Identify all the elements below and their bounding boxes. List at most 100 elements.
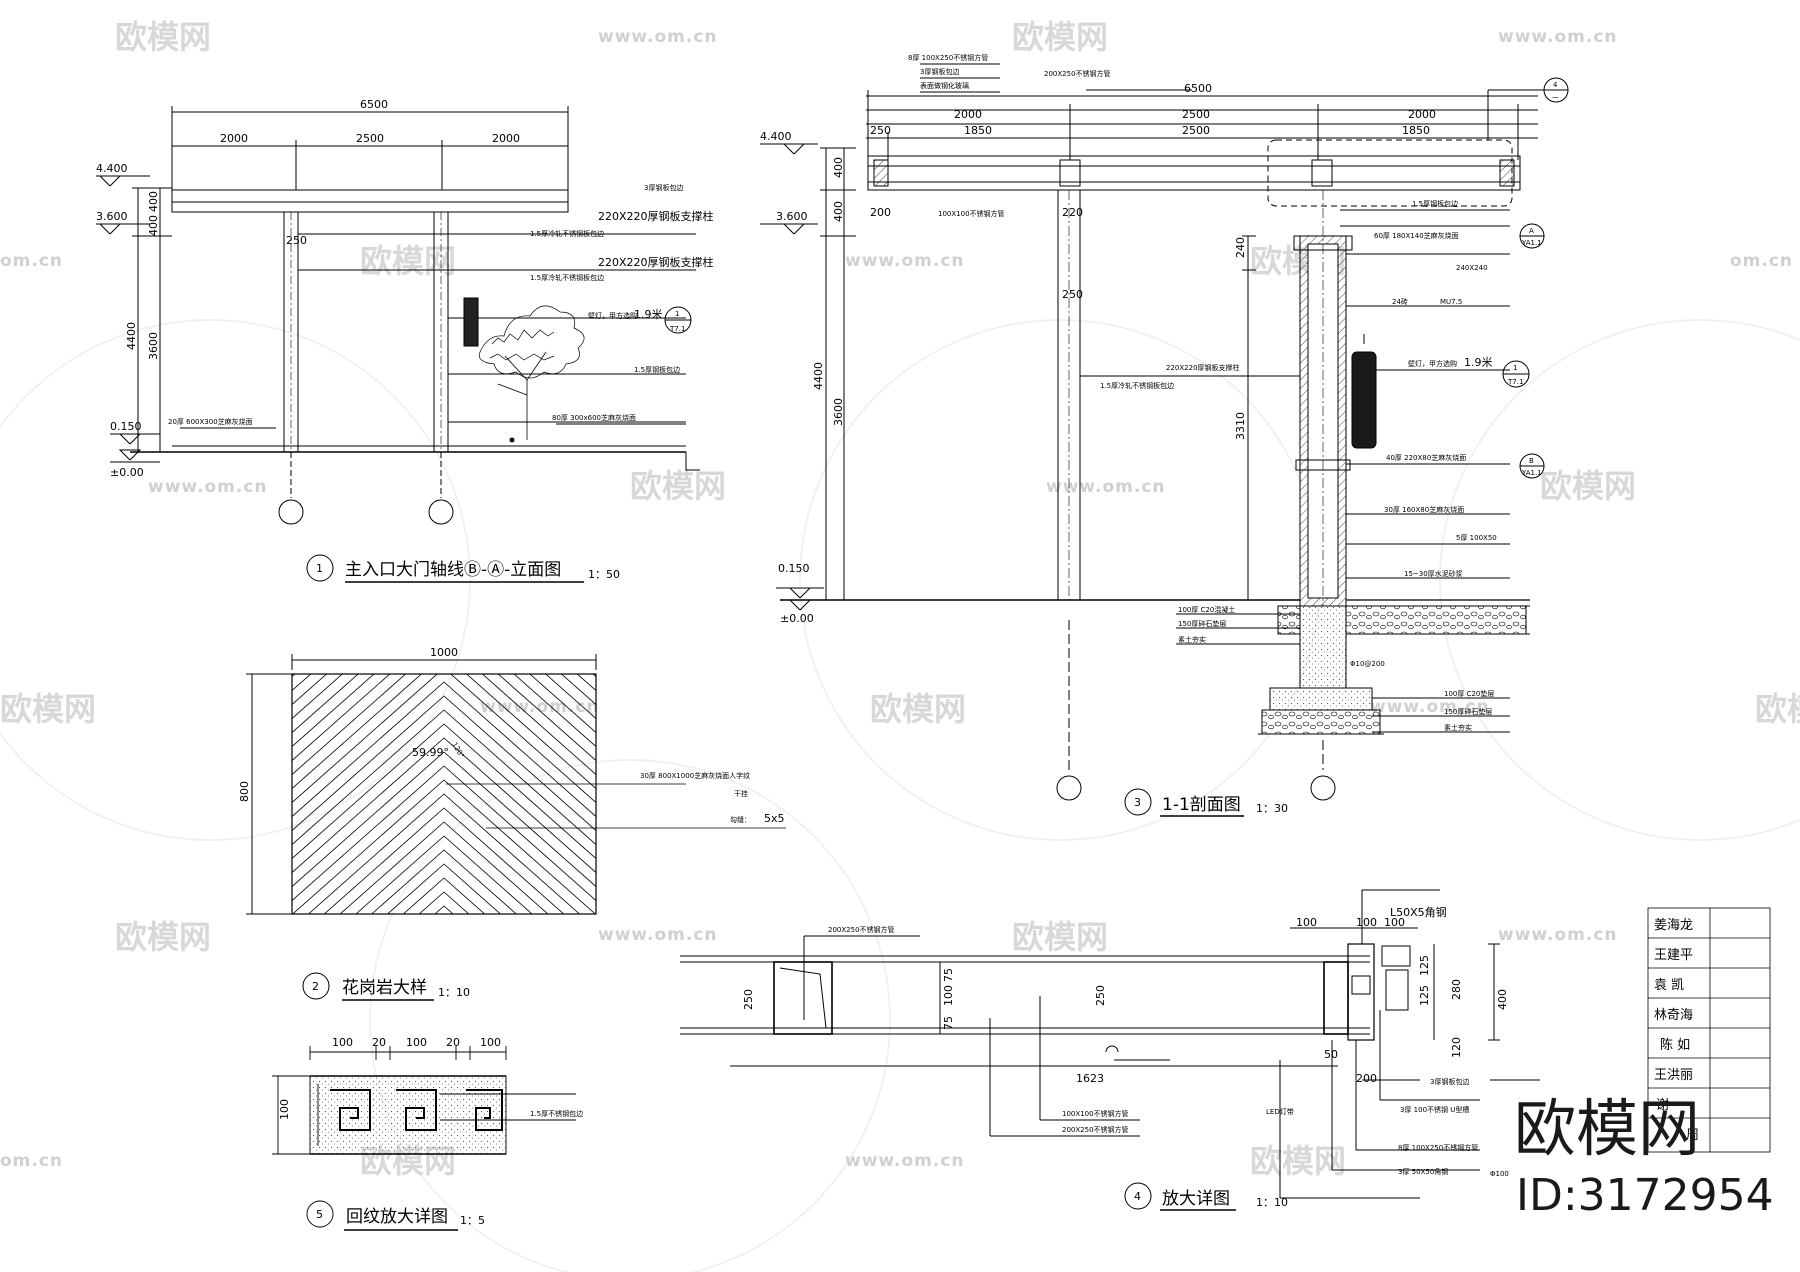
- dim-label: 250: [286, 234, 307, 247]
- level-label: 3.600: [96, 210, 128, 223]
- note-text: 1.5厚钢板包边: [1412, 199, 1458, 208]
- note-text: 3厚钢板包边: [920, 67, 959, 76]
- chevron-line: [323, 807, 565, 914]
- view-title: 花岗岩大样: [342, 978, 427, 998]
- callout-sheet: YA1.1: [1521, 239, 1542, 247]
- dim-label: 120: [1450, 1037, 1463, 1058]
- level-label: ±0.00: [110, 466, 144, 479]
- note-text: 200X250不锈钢方管: [1044, 69, 1111, 78]
- dim-label: 2000: [954, 108, 982, 121]
- note-text: LED灯带: [1266, 1107, 1294, 1116]
- dim-label: 400: [147, 191, 160, 212]
- note-text: 40厚 220X80芝麻灰烧面: [1386, 453, 1466, 462]
- view-number: 1: [316, 562, 323, 575]
- chevron-line: [292, 751, 596, 888]
- callout-sheet: T7.1: [669, 325, 685, 333]
- view-scale: 1：10: [438, 986, 470, 999]
- note-text: 3厚钢板包边: [1430, 1077, 1469, 1086]
- watermark-logo: 欧模网: [0, 690, 96, 728]
- note-text: 1.5厚冷轧不锈钢板包边: [1100, 381, 1174, 390]
- note-text: Φ10@200: [1350, 660, 1385, 668]
- dim-label: 6500: [360, 98, 388, 111]
- dim-label: 2000: [1408, 108, 1436, 121]
- dim-label: 250: [1094, 985, 1107, 1006]
- dim-label: 3600: [832, 398, 845, 426]
- chevron-line: [292, 674, 596, 804]
- dim-label: 100: [1356, 916, 1377, 929]
- dim-label: 100: [942, 985, 955, 1006]
- dim-label: 6500: [1184, 82, 1212, 95]
- dim-label: 200: [870, 206, 891, 219]
- note-text: 干挂: [734, 789, 748, 798]
- watermark-id: ID:3172954: [1516, 1170, 1774, 1221]
- view-scale: 1：50: [588, 568, 620, 581]
- dim-label: 1850: [964, 124, 992, 137]
- dim-label: 100: [332, 1036, 353, 1049]
- callout-sheet: T7.1: [1507, 378, 1523, 386]
- callout-letter: A: [1529, 227, 1534, 235]
- note-text: 1.5厚冷轧不锈钢板包边: [530, 273, 604, 282]
- note-text: 150厚碎石垫层: [1178, 619, 1226, 628]
- dim-label: 400: [832, 201, 845, 222]
- watermark-url: www.om.cn: [1498, 27, 1618, 47]
- note-text: 220X220厚钢板支撑柱: [598, 255, 714, 269]
- dim-label: 240: [1234, 237, 1247, 258]
- view-title: 回纹放大详图: [346, 1207, 448, 1227]
- chevron-line: [292, 674, 596, 776]
- watermark-logo: 欧模网: [115, 18, 211, 56]
- chevron-line: [292, 723, 596, 860]
- dim-label: 400: [147, 215, 160, 236]
- chevron-line: [292, 765, 596, 902]
- note-text: 200X250不锈钢方管: [828, 925, 895, 934]
- level-label: 3.600: [776, 210, 808, 223]
- note-text: MU7.5: [1440, 298, 1462, 306]
- watermark-url: www.om.cn: [1370, 697, 1490, 717]
- note-text: 1.9米: [634, 308, 663, 321]
- angle-label: 120°: [450, 741, 465, 760]
- chevron-line: [252, 528, 636, 698]
- note-text: 壁灯，甲方选购: [588, 311, 637, 320]
- chevron-line: [292, 681, 596, 818]
- callout-sheet: —: [1552, 93, 1559, 101]
- view3-texts: 6500 2000 2500 2000 250 1850 2500 1850 4…: [760, 53, 1559, 815]
- dim-label: 400: [832, 157, 845, 178]
- view5-fret-detail: [272, 1046, 576, 1231]
- chevron-line: [292, 695, 596, 832]
- dim-label: 4400: [125, 322, 138, 350]
- level-label: 0.150: [778, 562, 810, 575]
- watermark-logo: 欧模网: [1012, 918, 1108, 956]
- view2-granite-detail: 30厚 800X1000芝麻灰烧面人字纹 干挂 勾缝： 5x5 1000 800…: [238, 528, 786, 1001]
- note-text: 60厚 180X140芝麻灰烧面: [1374, 231, 1459, 240]
- dim-label: 1850: [1402, 124, 1430, 137]
- chevron-line: [292, 674, 596, 790]
- watermark-logo: 欧模网: [1540, 467, 1636, 505]
- chevron-line: [292, 674, 596, 734]
- chevron-line: [292, 674, 596, 720]
- watermark-logo: 欧模网: [1755, 690, 1800, 728]
- dim-label: 2500: [356, 132, 384, 145]
- watermark-url: om.cn: [0, 1151, 63, 1171]
- note-text: 220X220厚钢板支撑柱: [1166, 363, 1240, 372]
- view1-elevation: [96, 106, 700, 525]
- dim-label: 50: [1324, 1048, 1338, 1061]
- chevron-line: [386, 863, 502, 914]
- watermark-logo: 欧模网: [1250, 1142, 1346, 1180]
- dim-label: 125: [1418, 985, 1431, 1006]
- note-text: 勾缝：: [730, 815, 751, 824]
- watermark-logo: 欧模网: [870, 690, 966, 728]
- dim-label: 100: [480, 1036, 501, 1049]
- view-number: 4: [1134, 1190, 1141, 1203]
- callout-letter: B: [1529, 457, 1534, 465]
- watermark-logo: 欧模网: [115, 918, 211, 956]
- watermark-url: www.om.cn: [1498, 925, 1618, 945]
- designer-name: 林奇海: [1654, 1007, 1693, 1023]
- note-text: 5x5: [764, 812, 785, 825]
- dim-label: 100: [1296, 916, 1317, 929]
- dim-label: 75: [942, 1016, 955, 1030]
- note-text: 100X100不锈钢方管: [938, 209, 1005, 218]
- designer-name: 王洪丽: [1654, 1068, 1693, 1083]
- note-text: 表面做钢化玻璃: [920, 81, 969, 90]
- view4-texts: 100 100 100 125 250 75 100 75 280 400 12…: [742, 906, 1509, 1209]
- dim-label: 400: [1496, 989, 1509, 1010]
- view1-texts: 6500 2000 2500 2000 4.400 3.600 0.150 ±0…: [96, 98, 714, 583]
